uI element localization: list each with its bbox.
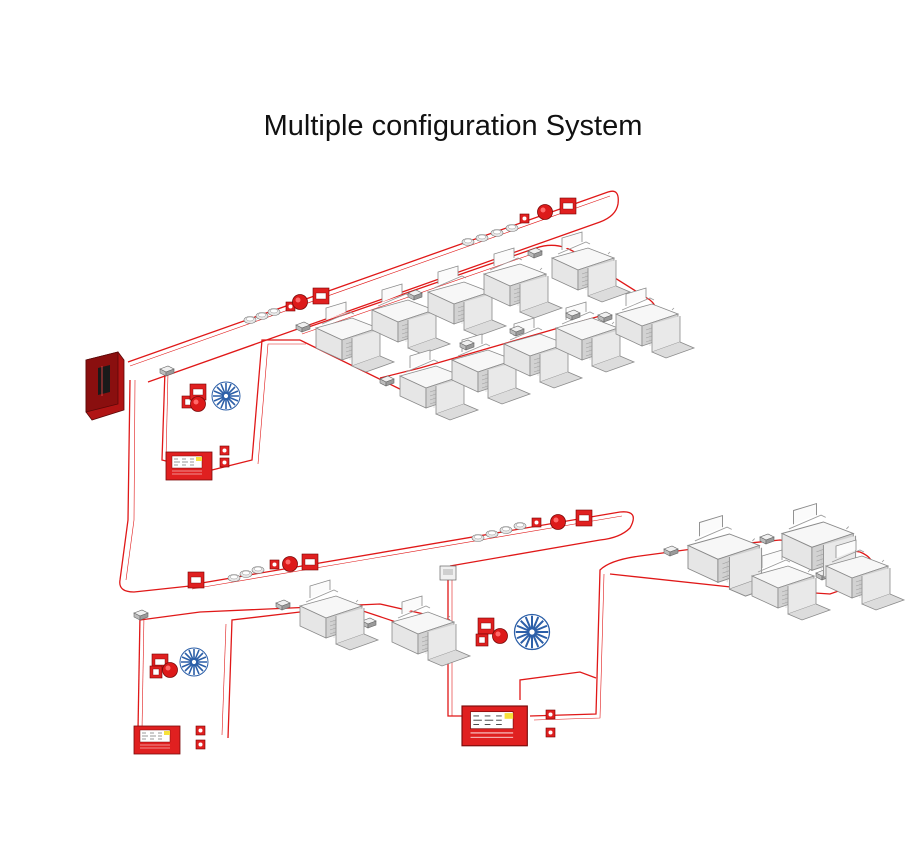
upper-mid-detectors (243, 287, 330, 324)
lower-right-control-panel (461, 613, 556, 747)
lower-left-units (299, 579, 471, 667)
wiring (119, 190, 874, 739)
upper-control-panel (165, 381, 241, 481)
page-title: Multiple configuration System (263, 110, 643, 142)
lower-right-units (687, 503, 905, 621)
upper-top-detectors (461, 197, 577, 246)
lower-left-control-panel (133, 647, 209, 755)
main-cabinet (85, 351, 125, 421)
centre-sensor-box (439, 565, 457, 581)
lower-top-detectors (471, 509, 593, 542)
